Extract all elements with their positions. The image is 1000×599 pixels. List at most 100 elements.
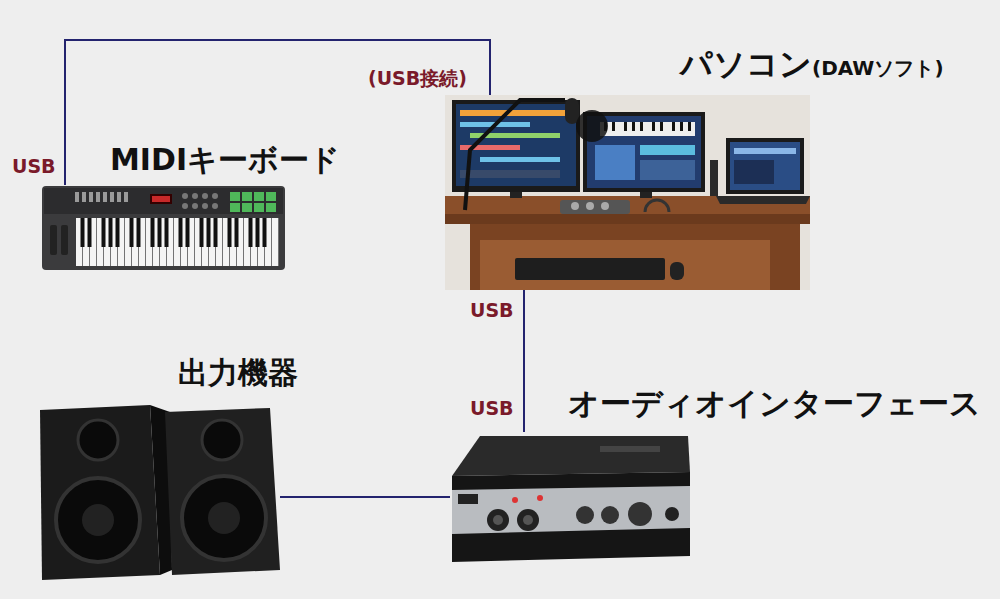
device-name: MIDIキーボード: [110, 142, 340, 177]
computer-desk-picture-part: [576, 110, 608, 142]
audio-interface-picture-part: [452, 486, 690, 534]
midi-keyboard-picture-part-part: [130, 218, 134, 247]
midi-keyboard-picture-part-part: [202, 203, 208, 209]
midi-keyboard-picture-part-part: [202, 193, 208, 199]
midi-keyboard-picture-part-part: [230, 203, 240, 212]
midi-keyboard-picture-part-part: [266, 192, 276, 201]
midi-keyboard-picture-part-part: [89, 192, 93, 202]
midi-keyboard-picture-part-part: [179, 218, 183, 247]
midi-keyboard-picture-part-part: [158, 218, 162, 247]
computer-desk-picture-part: [734, 148, 796, 154]
midi-keyboard-picture-part-part: [200, 218, 204, 247]
midi-keyboard-picture-part-part: [235, 218, 239, 247]
node-heading: 出力機器: [178, 356, 298, 391]
computer-desk-picture-part: [445, 214, 810, 224]
computer-desk-picture-part: [480, 240, 770, 290]
computer-desk-picture-part: [734, 160, 774, 184]
computer-desk-picture-part: [510, 192, 522, 198]
speakers-picture-part: [56, 478, 140, 562]
audio-interface-picture-part: [493, 515, 503, 525]
midi-keyboard-picture-part-part: [212, 203, 218, 209]
midi-keyboard-picture-part: [61, 225, 68, 255]
speakers-picture-part: [208, 502, 240, 534]
computer-desk-picture-part: [445, 196, 810, 214]
cable-line: [280, 496, 450, 498]
computer-desk-picture-part: [586, 202, 594, 210]
speakers-picture-part: [78, 420, 118, 460]
midi-keyboard-picture-part: [182, 193, 218, 209]
midi-keyboard-picture-part: [152, 196, 170, 202]
audio-interface-picture-part: [665, 507, 679, 521]
midi-keyboard-node: MIDIキーボード: [42, 185, 285, 271]
midi-keyboard-picture-part-part: [230, 192, 240, 201]
midi-keyboard-picture-part-part: [96, 192, 100, 202]
midi-keyboard-picture-part-part: [212, 193, 218, 199]
midi-keyboard-picture-part-part: [254, 192, 264, 201]
midi-keyboard-picture-part: [150, 194, 172, 204]
speakers-picture-part: [82, 504, 114, 536]
audio-interface-picture: [452, 436, 690, 562]
audio-interface-picture-part: [601, 506, 619, 524]
midi-keyboard-picture: [42, 186, 285, 270]
computer-desk-picture: [445, 95, 810, 290]
computer-desk-picture-part: [571, 202, 579, 210]
computer-desk-picture-part: [460, 110, 570, 116]
computer-node: パソコン(DAWソフト): [445, 95, 810, 290]
midi-keyboard-picture-part: [42, 186, 285, 270]
speakers-picture-part: [202, 420, 242, 460]
midi-keyboard-picture-part-part: [88, 218, 92, 247]
computer-desk-picture-part: [460, 170, 560, 178]
audio-interface-picture-part: [517, 509, 539, 531]
computer-desk-picture-part: [515, 258, 665, 280]
computer-desk-picture-part: [601, 202, 609, 210]
cable-line: [65, 40, 490, 185]
midi-keyboard-picture-part-part: [182, 203, 188, 209]
midi-keyboard-picture-part: [230, 192, 276, 212]
computer-desk-picture-part-part: [688, 122, 691, 131]
midi-keyboard-picture-part-part: [242, 203, 252, 212]
midi-keyboard-picture-part-part: [272, 218, 278, 266]
audio-interface-node: オーディオインターフェース: [450, 432, 690, 566]
midi-keyboard-picture-part-part: [254, 203, 264, 212]
computer-desk-picture-part: [600, 122, 695, 136]
computer-desk-picture-part-part: [680, 122, 683, 131]
computer-desk-picture-part: [640, 145, 695, 155]
cable-label: (USB接続): [366, 68, 469, 90]
midi-keyboard-picture-part-part: [242, 192, 252, 201]
midi-keyboard-picture-part: [50, 225, 57, 255]
midi-keyboard-picture-part-part: [117, 192, 121, 202]
midi-keyboard-picture-part: [75, 192, 128, 202]
cable-label: USB: [468, 300, 516, 322]
audio-interface-picture-part: [487, 509, 509, 531]
audio-interface-picture-part: [523, 515, 533, 525]
computer-desk-picture-part: [445, 95, 810, 290]
midi-keyboard-picture-part-part: [103, 192, 107, 202]
cable-line: [523, 290, 525, 432]
midi-keyboard-picture-part-part: [109, 218, 113, 247]
midi-keyboard-picture-part-part: [186, 218, 190, 247]
computer-desk-picture-part-part: [612, 122, 615, 131]
midi-keyboard-picture-part-part: [102, 218, 106, 247]
midi-keyboard-picture-part-part: [137, 218, 141, 247]
midi-keyboard-picture-part-part: [256, 218, 260, 247]
midi-keyboard-picture-part: [81, 218, 267, 247]
midi-keyboard-picture-part-part: [116, 218, 120, 247]
speakers-picture-part: [40, 405, 160, 580]
midi-keyboard-picture-part-part: [165, 218, 169, 247]
midi-keyboard-picture-part-part: [207, 218, 211, 247]
device-note: (DAWソフト): [812, 56, 944, 80]
computer-desk-picture-part: [716, 196, 810, 204]
computer-desk-picture-part: [710, 160, 718, 196]
computer-desk-picture-part: [560, 200, 630, 214]
computer-desk-picture-part-part: [632, 122, 635, 131]
computer-desk-picture-part: [726, 138, 804, 194]
computer-desk-picture-part: [480, 157, 560, 162]
computer-desk-picture-part: [465, 100, 565, 210]
computer-desk-picture-part: [645, 200, 669, 212]
computer-desk-picture-part: [595, 145, 635, 180]
output-device-node: 出力機器: [40, 405, 280, 581]
device-name: オーディオインターフェース: [568, 385, 981, 421]
node-heading: オーディオインターフェース: [568, 386, 981, 422]
midi-keyboard-picture-part-part: [263, 218, 267, 247]
